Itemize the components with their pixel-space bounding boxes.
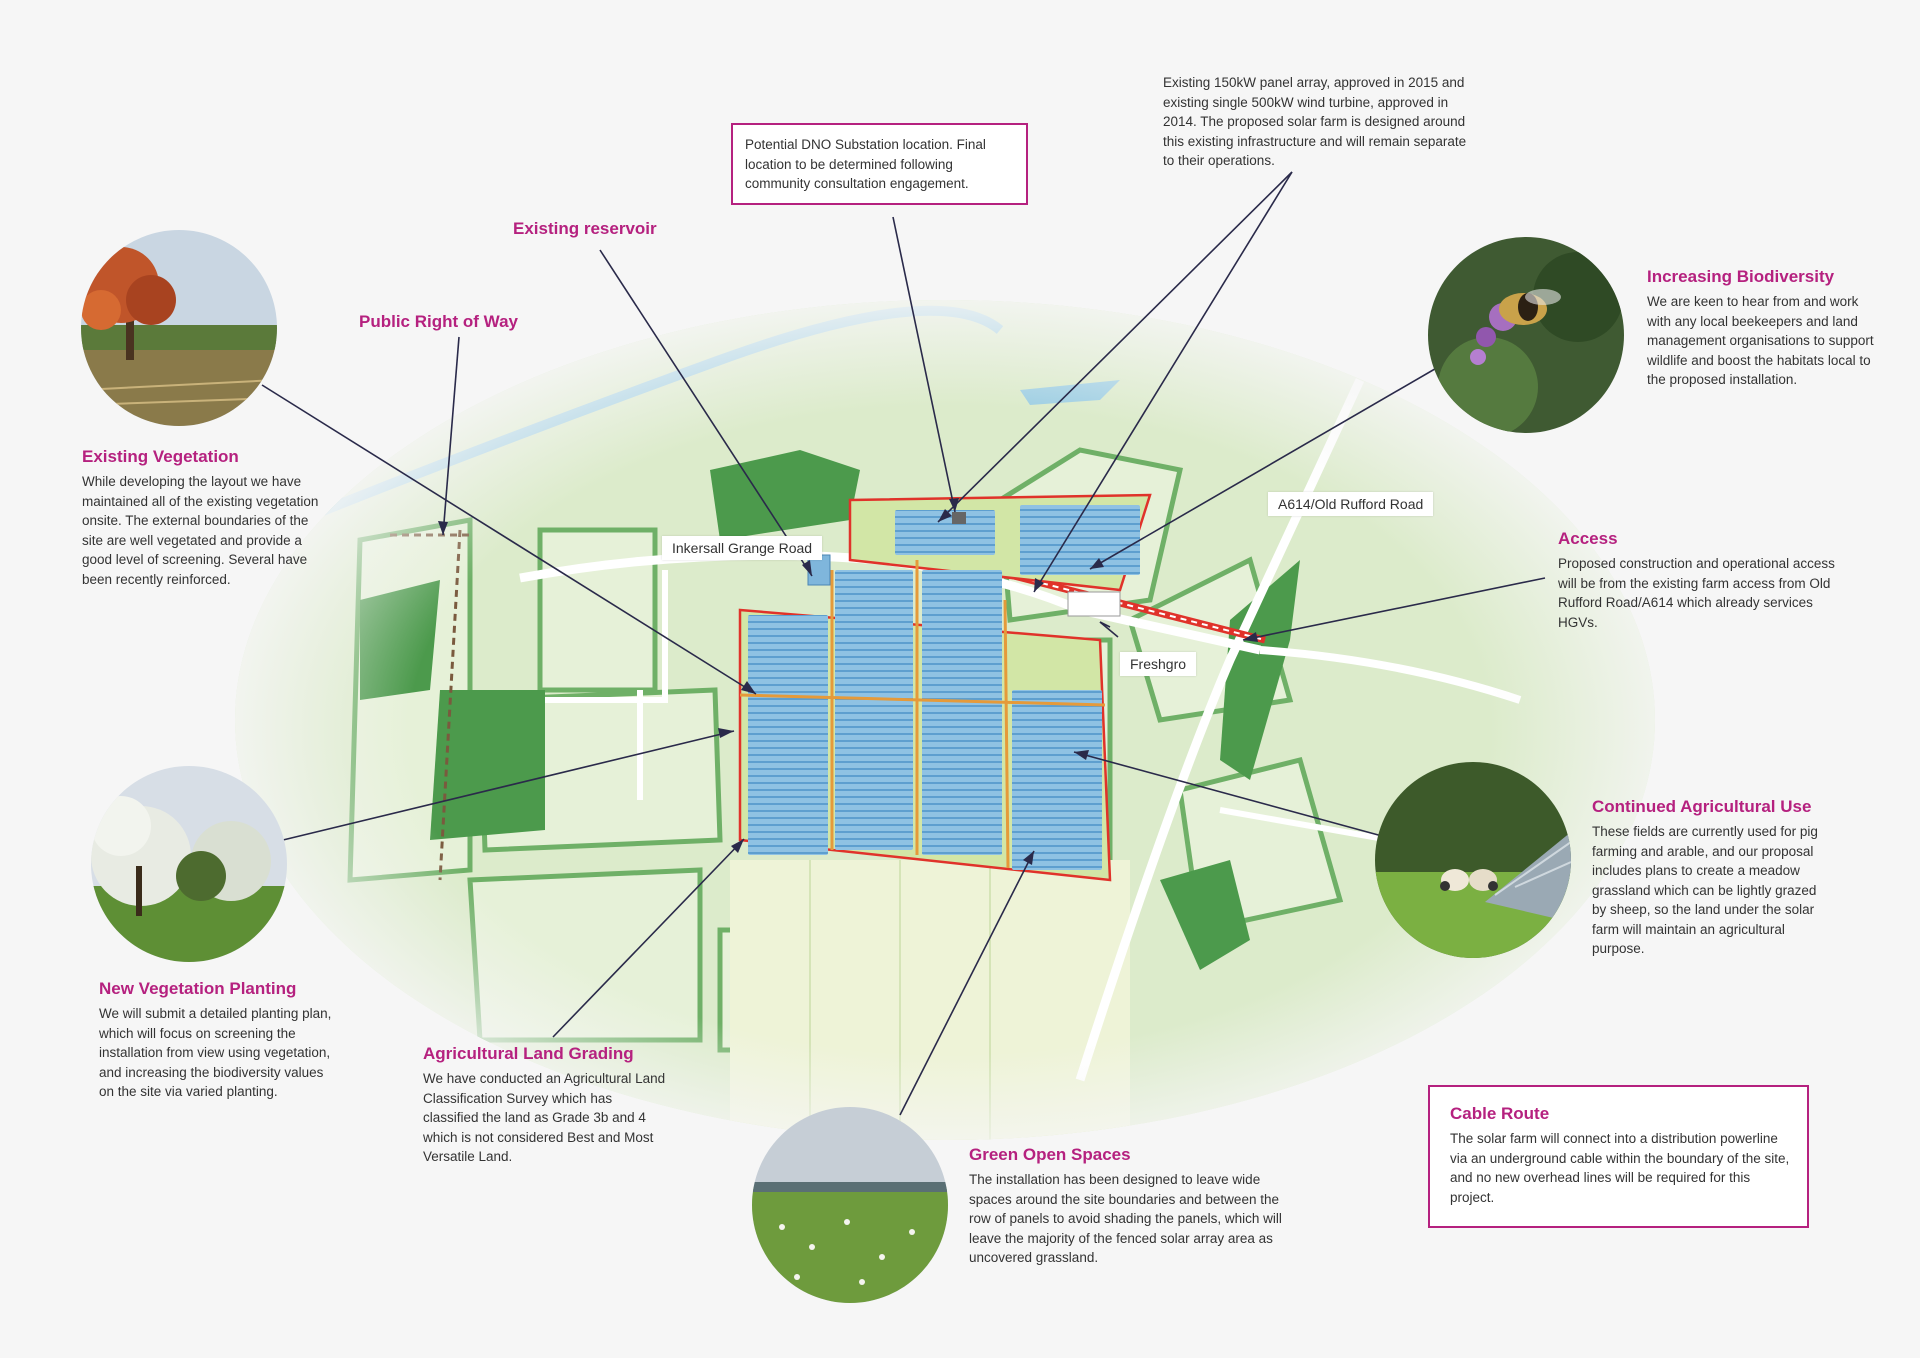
photo-meadow — [752, 1107, 948, 1303]
existing-infrastructure-callout: Existing 150kW panel array, approved in … — [1163, 75, 1467, 168]
cable-route-text: The solar farm will connect into a distr… — [1450, 1131, 1790, 1205]
photo-sheep-panels — [1375, 762, 1571, 958]
dno-substation-text: Potential DNO Substation location. Final… — [745, 137, 986, 191]
increasing-biodiversity-text: We are keen to hear from and work with a… — [1647, 294, 1874, 387]
map-area — [235, 300, 1655, 1140]
photo-autumn-tree — [81, 230, 277, 426]
new-vegetation-text: We will submit a detailed planting plan,… — [99, 1006, 332, 1099]
photo-blossom-hedge — [91, 766, 287, 962]
existing-vegetation-text: While developing the layout we have main… — [82, 474, 319, 587]
access-title: Access — [1558, 529, 1618, 548]
continued-agricultural-use-text: These fields are currently used for pig … — [1592, 824, 1818, 956]
cable-route-box: Cable Route The solar farm will connect … — [1428, 1085, 1809, 1228]
increasing-biodiversity-title: Increasing Biodiversity — [1647, 267, 1835, 286]
access-text: Proposed construction and operational ac… — [1558, 556, 1835, 630]
existing-reservoir-heading: Existing reservoir — [513, 219, 657, 238]
agricultural-land-grading-title: Agricultural Land Grading — [423, 1044, 634, 1063]
photo-bee-flower — [1428, 237, 1624, 433]
green-open-spaces-text: The installation has been designed to le… — [969, 1172, 1282, 1265]
public-right-of-way-heading: Public Right of Way — [359, 312, 518, 331]
continued-agricultural-use-title: Continued Agricultural Use — [1592, 797, 1812, 816]
green-open-spaces-title: Green Open Spaces — [969, 1145, 1131, 1164]
agricultural-land-grading-text: We have conducted an Agricultural Land C… — [423, 1071, 666, 1164]
existing-vegetation-title: Existing Vegetation — [82, 447, 239, 466]
cable-route-title: Cable Route — [1450, 1104, 1550, 1123]
new-vegetation-title: New Vegetation Planting — [99, 979, 297, 998]
a614-road-label: A614/Old Rufford Road — [1268, 492, 1434, 516]
leader-lines — [261, 171, 1546, 1116]
inkersall-road-label: Inkersall Grange Road — [662, 536, 823, 560]
dno-substation-callout: Potential DNO Substation location. Final… — [731, 123, 1028, 205]
freshgro-label: Freshgro — [1120, 652, 1197, 676]
